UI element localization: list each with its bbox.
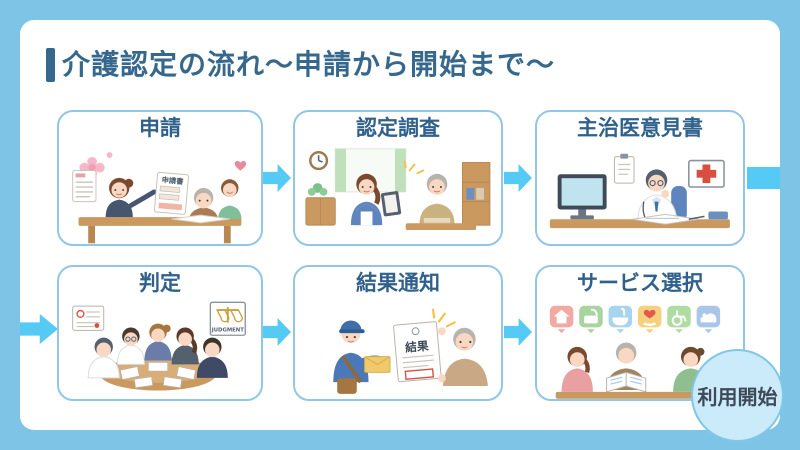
service-chip-washing-icon (579, 306, 603, 334)
service-selection-illustration (541, 296, 739, 399)
low-table (405, 223, 477, 231)
judgment-scales-sign: JUDGMENT (209, 301, 246, 337)
committee-member (171, 327, 199, 365)
service-chip-home-care-icon (549, 306, 574, 334)
title-accent-bar (46, 48, 55, 82)
step-card-result-notice: 結果通知 (293, 265, 503, 401)
sparkle-icon (403, 160, 425, 175)
step-label: 判定 (139, 271, 181, 295)
doctor-illustration (541, 141, 739, 244)
step-card-judgment: 判定 JUDGMENT (57, 265, 263, 401)
sparkle-icon (432, 308, 456, 328)
doctor (637, 169, 678, 222)
step-label: 主治医意見書 (577, 116, 703, 140)
step-label: サービス選択 (577, 271, 703, 295)
application-paper: 申請書 (153, 172, 190, 216)
postman (333, 320, 383, 395)
desk-leg (223, 226, 231, 244)
judgment-illustration: JUDGMENT (63, 296, 257, 399)
committee-member (116, 327, 145, 366)
elderly-man-reading (606, 342, 647, 393)
step-label: 認定調査 (356, 116, 440, 140)
notebook (708, 211, 729, 220)
application-illustration: 申請書 (63, 141, 257, 244)
survey-illustration (299, 141, 497, 244)
service-chip-facility-icon (696, 306, 721, 334)
start-of-use-label: 利用開始 (697, 385, 778, 409)
svg-text:結果: 結果 (405, 339, 430, 355)
meeting-papers (119, 362, 197, 389)
mail-bag (337, 378, 357, 395)
svg-text:JUDGMENT: JUDGMENT (211, 328, 245, 334)
step-card-doctor-opinion: 主治医意見書 (535, 110, 745, 246)
cherry-blossom-icon (79, 152, 113, 179)
step-card-application: 申請 (57, 110, 263, 246)
page-title: 介護認定の流れ～申請から開始まで～ (46, 48, 555, 82)
committee-member (196, 337, 228, 379)
family-woman (561, 347, 594, 393)
heart-icon (234, 161, 247, 171)
tray (422, 217, 452, 224)
committee-member (144, 323, 172, 361)
certificate (72, 305, 105, 332)
service-chip-wheelchair-icon (667, 306, 691, 334)
table (555, 392, 721, 399)
bookshelf (462, 162, 491, 226)
svg-text:申請書: 申請書 (161, 176, 184, 187)
envelope-icon (364, 356, 391, 374)
plant-icon (307, 183, 328, 197)
desk-paper (171, 214, 230, 224)
medical-cross-sign (688, 160, 725, 189)
service-chip-bathing-icon (608, 306, 633, 334)
staff-woman (105, 178, 157, 218)
step-card-service-selection: サービス選択 (535, 265, 745, 401)
page-title-text: 介護認定の流れ～申請から開始まで～ (62, 48, 556, 81)
notification-illustration: 結果 (299, 296, 497, 399)
desk-leg (88, 226, 96, 244)
clock-icon (309, 151, 329, 171)
step-label: 申請 (139, 116, 181, 140)
monitor (557, 174, 607, 220)
family-member (218, 179, 242, 220)
wall-clipboard (614, 153, 635, 184)
service-chip-day-service-icon (638, 306, 662, 334)
caregiver (351, 174, 402, 226)
desk-paper (632, 214, 705, 225)
step-card-survey: 認定調査 (293, 110, 503, 246)
committee-member (87, 337, 120, 379)
result-paper: 結果 (393, 321, 442, 383)
wall-document (72, 170, 97, 203)
arrow-exit-right-icon (747, 167, 780, 189)
step-label: 結果通知 (356, 271, 440, 295)
cabinet (305, 197, 336, 226)
start-of-use-badge: 利用開始 (691, 349, 784, 442)
elderly-man (438, 327, 489, 387)
